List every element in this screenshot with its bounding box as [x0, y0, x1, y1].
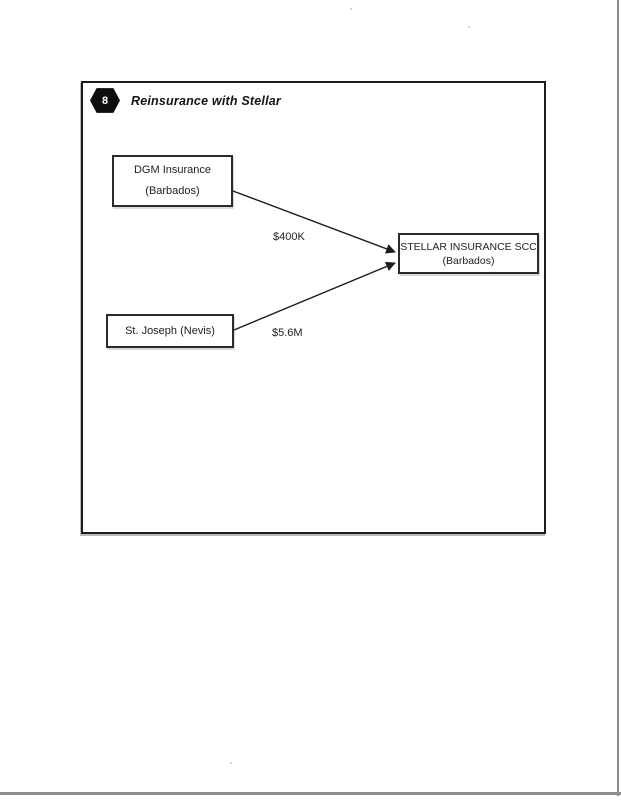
scan-speck: [350, 8, 352, 10]
node-label-line: (Barbados): [145, 185, 200, 197]
flow-amount-dgm-to-stellar: $400K: [273, 231, 305, 243]
flow-amount-stjoseph-to-stellar: $5.6M: [272, 327, 303, 339]
node-dgm-insurance: DGM Insurance (Barbados): [112, 155, 233, 207]
diagram-title: Reinsurance with Stellar: [131, 94, 281, 108]
scan-speck: [230, 762, 232, 764]
scan-edge-vertical-line: [617, 0, 619, 796]
section-number: 8: [101, 94, 109, 107]
scan-edge-bottom-line: [0, 792, 621, 795]
node-label-line: (Barbados): [442, 255, 495, 267]
node-label-line: St. Joseph (Nevis): [125, 325, 215, 337]
section-number-badge: 8: [90, 88, 120, 113]
node-stellar-insurance: STELLAR INSURANCE SCC (Barbados): [398, 233, 539, 274]
node-label-line: DGM Insurance: [133, 164, 212, 176]
scan-speck: [468, 26, 470, 28]
diagram-frame: [81, 81, 546, 534]
node-label-line: STELLAR INSURANCE SCC: [400, 241, 537, 253]
node-st-joseph: St. Joseph (Nevis): [106, 314, 234, 348]
